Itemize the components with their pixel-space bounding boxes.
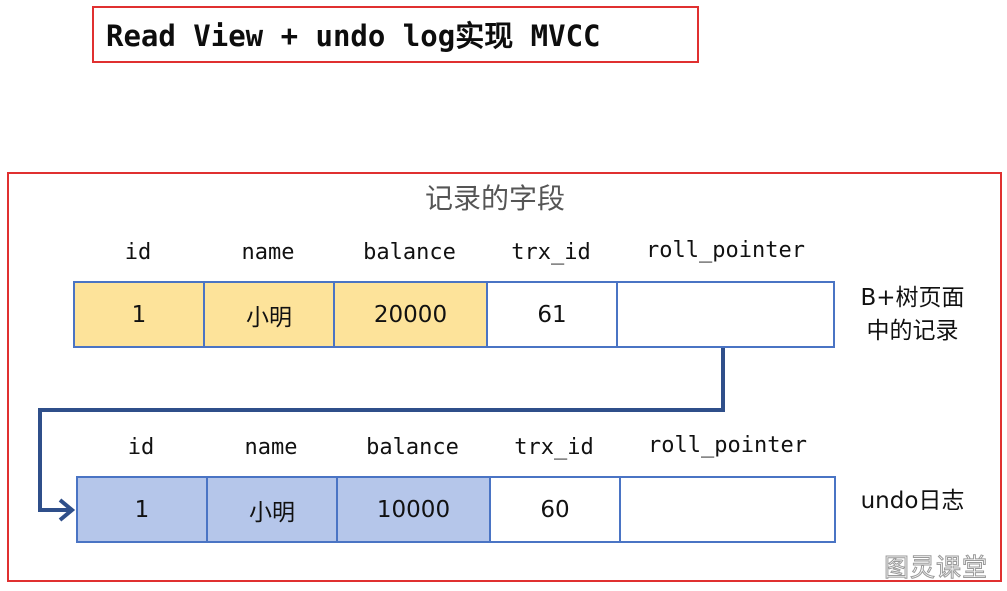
watermark-text: 图灵课堂 (883, 553, 989, 583)
current-record-label-line2: 中的记录 (866, 318, 959, 344)
undo-record-name: 小明 (208, 478, 338, 541)
roll-pointer-arrow-line (38, 348, 725, 512)
undo-record-row: 1 小明 10000 60 (76, 476, 836, 543)
undo-record-trx-id: 60 (491, 478, 621, 541)
lower-header-row: id name balance trx_id roll_pointer (76, 433, 836, 462)
diagram-title: Read View + undo log实现 MVCC (106, 19, 601, 53)
current-record-label-line1: B+树页面 (860, 285, 965, 311)
column-header-id: id (127, 435, 155, 460)
current-record-id: 1 (75, 283, 205, 346)
current-record-label: B+树页面 中的记录 (850, 282, 975, 348)
current-record-name: 小明 (205, 283, 335, 346)
roll-pointer-arrow-head (58, 498, 76, 522)
column-header-roll-pointer: roll_pointer (646, 238, 805, 263)
column-header-id: id (124, 240, 152, 265)
section-caption: 记录的字段 (425, 182, 566, 215)
undo-record-label: undo日志 (860, 488, 965, 514)
column-header-name: name (244, 435, 298, 460)
column-header-name: name (241, 240, 295, 265)
current-record-row: 1 小明 20000 61 (73, 281, 835, 348)
upper-header-row: id name balance trx_id roll_pointer (73, 238, 835, 267)
current-record-trx-id: 61 (488, 283, 618, 346)
undo-record-balance: 10000 (338, 478, 491, 541)
current-record-balance: 20000 (335, 283, 488, 346)
record-fields-frame (7, 172, 1002, 582)
undo-record-roll-pointer (621, 478, 834, 541)
column-header-trx-id: trx_id (511, 240, 591, 265)
undo-record-id: 1 (78, 478, 208, 541)
column-header-roll-pointer: roll_pointer (648, 433, 807, 458)
title-box: Read View + undo log实现 MVCC (92, 6, 699, 63)
column-header-trx-id: trx_id (514, 435, 594, 460)
column-header-balance: balance (363, 240, 456, 265)
column-header-balance: balance (366, 435, 459, 460)
